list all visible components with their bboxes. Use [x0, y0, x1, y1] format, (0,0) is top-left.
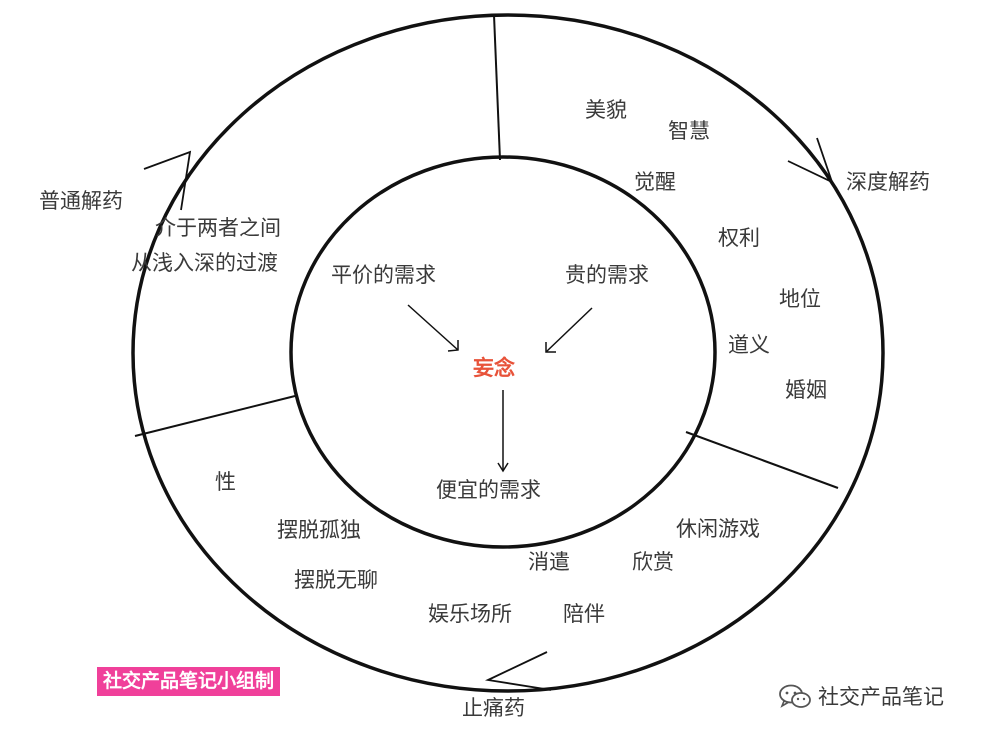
arrowhead-right	[787, 137, 834, 184]
painkiller-item-casual-games: 休闲游戏	[676, 517, 760, 541]
painkiller-item-pastime: 消遣	[528, 550, 570, 574]
deep-title: 深度解药	[846, 170, 930, 194]
painkiller-item-loneliness: 摆脱孤独	[277, 518, 361, 542]
painkiller-item-sex: 性	[215, 470, 236, 494]
deep-item-beauty: 美貌	[585, 98, 627, 122]
watermark-text: 社交产品笔记	[818, 684, 944, 709]
watermark: 社交产品笔记	[778, 684, 944, 710]
wechat-icon	[779, 684, 811, 708]
arrowhead-result	[497, 462, 509, 473]
deep-item-morality: 道义	[728, 333, 770, 357]
painkiller-title: 止痛药	[462, 696, 525, 720]
painkiller-item-companionship: 陪伴	[563, 602, 605, 626]
divider-right	[685, 431, 839, 489]
divider-top	[493, 14, 501, 161]
cheap-result-label: 便宜的需求	[436, 478, 541, 502]
normal-note-line2: 从浅入深的过渡	[131, 251, 278, 275]
deep-item-awakening: 觉醒	[634, 170, 676, 194]
arrow-expensive-to-center	[545, 307, 593, 353]
painkiller-item-entertainment-venues: 娱乐场所	[428, 602, 512, 626]
deep-item-marriage: 婚姻	[785, 378, 827, 402]
deep-item-wisdom: 智慧	[668, 119, 710, 143]
arrow-cheap-to-center	[407, 304, 459, 351]
cheap-need-label: 平价的需求	[331, 263, 436, 287]
deep-item-status: 地位	[779, 287, 821, 311]
normal-title: 普通解药	[39, 189, 123, 213]
outer-ring	[131, 13, 885, 693]
arrowhead-top-left	[143, 150, 192, 211]
painkiller-item-appreciation: 欣赏	[632, 550, 674, 574]
normal-note-line1: 介于两者之间	[155, 216, 281, 240]
painkiller-item-boredom: 摆脱无聊	[294, 568, 378, 592]
arrowhead-cheap	[447, 340, 459, 352]
inner-ring	[289, 155, 717, 549]
arrowhead-bottom	[484, 651, 552, 691]
deep-item-power: 权利	[718, 226, 760, 250]
arrowhead-expensive	[545, 342, 556, 353]
group-badge: 社交产品笔记小组制	[97, 667, 281, 696]
center-label: 妄念	[473, 356, 515, 380]
divider-left	[134, 395, 296, 437]
expensive-need-label: 贵的需求	[565, 263, 649, 287]
